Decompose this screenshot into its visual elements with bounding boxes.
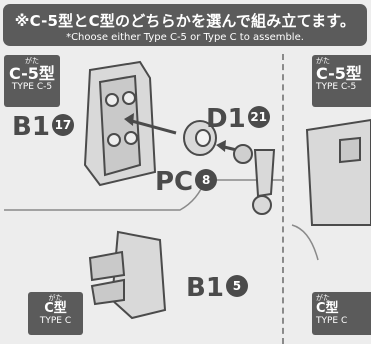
part-number-badge: 21: [247, 105, 270, 128]
badge-ruby: がた: [316, 294, 330, 302]
badge-type-name: C型: [44, 301, 67, 316]
right-panel-part: [305, 118, 371, 226]
part-code: D1: [206, 104, 246, 134]
callout-frame-right: [291, 224, 319, 261]
arrow-pc-to-b1: [124, 113, 177, 135]
badge-type-name: C-5型: [9, 64, 55, 83]
badge-subtitle: TYPE C-5: [11, 82, 53, 92]
part-code: B1: [12, 112, 50, 142]
part-pc-8: [183, 120, 217, 156]
type-c-badge-right: がた C型 TYPE C: [312, 292, 371, 335]
badge-ruby: がた: [48, 294, 63, 302]
part-number-badge: 5: [225, 274, 248, 297]
badge-subtitle: TYPE C: [316, 316, 348, 326]
banner-title-en: *Choose either Type C-5 or Type C to ass…: [66, 32, 304, 43]
badge-type-name: C型: [316, 301, 339, 316]
panel-divider: [282, 54, 284, 344]
part-number-badge: 8: [195, 168, 218, 191]
callout-frame: [4, 179, 282, 211]
badge-type-name: C-5型: [316, 64, 362, 83]
badge-ruby: がた: [25, 57, 39, 65]
header-banner: ※C-5型とC型のどちらかを選んで組み立てます。 *Choose either …: [3, 4, 367, 46]
banner-title-jp: ※C-5型とC型のどちらかを選んで組み立てます。: [14, 12, 356, 30]
type-c-badge: がた C型 TYPE C: [28, 292, 83, 335]
badge-subtitle: TYPE C-5: [316, 82, 357, 92]
badge-ruby: がた: [316, 57, 330, 65]
part-d1-21: [233, 144, 276, 215]
part-b1-5: [88, 230, 167, 320]
part-b1-17: [83, 60, 157, 187]
part-code: B1: [186, 273, 224, 303]
type-c5-badge-right: がた C-5型 TYPE C-5: [312, 55, 371, 107]
badge-subtitle: TYPE C: [39, 316, 72, 326]
type-c5-badge: がた C-5型 TYPE C-5: [4, 55, 60, 107]
part-number-badge: 17: [51, 113, 74, 136]
part-code: PC: [155, 167, 194, 197]
